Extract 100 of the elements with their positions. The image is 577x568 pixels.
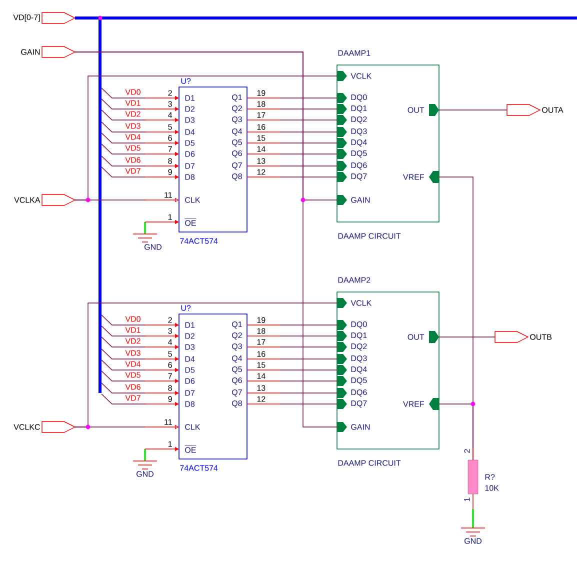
pin-label: Q5 <box>232 366 242 374</box>
pin-label: Q4 <box>232 128 242 136</box>
pin-number: 1 <box>168 441 172 447</box>
part-number: 74ACT574 <box>180 238 218 244</box>
edge-label: VD0 <box>124 88 142 96</box>
pin-label: DQ3 <box>351 355 367 363</box>
wire <box>246 380 338 382</box>
pin-number: 7 <box>168 146 172 152</box>
pin-label: Q1 <box>232 94 242 102</box>
wire <box>438 336 496 338</box>
pin-label: Q2 <box>232 332 242 340</box>
pin-number: 14 <box>257 373 266 379</box>
wire <box>246 324 338 326</box>
pin-label: D6 <box>185 151 195 157</box>
part-number: 74ACT574 <box>180 465 218 471</box>
pin-number: 3 <box>168 328 172 334</box>
block-name: DAAMP2 <box>338 277 370 283</box>
pin-label: DQ4 <box>351 139 367 147</box>
pin-label: DQ0 <box>351 321 367 329</box>
pin-label: Q4 <box>232 355 242 363</box>
pin-label: Q7 <box>232 389 242 397</box>
port-label: OUTB <box>530 334 552 340</box>
pin-label: D3 <box>185 344 195 350</box>
edge-label: VD4 <box>124 134 142 140</box>
pin-number: 18 <box>257 328 266 334</box>
edge-label: VD1 <box>124 100 142 106</box>
pin-label: OUT <box>408 334 424 340</box>
wire <box>246 176 338 178</box>
pin-label: D4 <box>185 356 195 362</box>
wire <box>75 16 98 20</box>
pin-label: D6 <box>185 378 195 384</box>
pin-number: 4 <box>168 112 172 118</box>
edge-label: VD3 <box>124 350 142 356</box>
pin-label: DQ1 <box>351 105 367 113</box>
edge-label: VD7 <box>124 394 142 402</box>
pin-label: Q6 <box>232 150 242 158</box>
edge-label: VD4 <box>124 360 142 368</box>
pin-number: 19 <box>257 317 266 323</box>
pin-label: OUT <box>408 107 424 113</box>
pin-label: DQ5 <box>351 150 367 158</box>
pin-number: 11 <box>164 192 172 198</box>
edge-label: VD6 <box>124 156 142 164</box>
pin-number: 2 <box>464 449 470 453</box>
wire <box>246 358 338 360</box>
pin-number: 12 <box>257 169 266 175</box>
pin-number: 17 <box>257 339 266 345</box>
pin-number: 2 <box>168 317 172 323</box>
pin-label: DQ7 <box>351 173 367 181</box>
pin-number: 17 <box>257 112 266 118</box>
wire <box>246 346 338 348</box>
pin-number: 6 <box>168 135 172 141</box>
pin-label: OE <box>184 446 196 453</box>
wire <box>246 142 338 144</box>
pin-label: Q3 <box>232 116 242 124</box>
pin-label: D5 <box>185 367 195 373</box>
wire <box>438 404 474 460</box>
port-label: GAIN <box>21 49 40 55</box>
pin-label: DQ6 <box>351 162 367 170</box>
pin-label: Q3 <box>232 343 242 351</box>
pin-label: DQ1 <box>351 332 367 340</box>
pin-label: DQ4 <box>351 366 367 374</box>
pin-number: 12 <box>257 396 266 402</box>
net-label: GND <box>136 471 154 477</box>
pin-number: 15 <box>257 362 266 368</box>
pin-label: Q8 <box>232 400 242 408</box>
pin-number: 5 <box>168 124 172 130</box>
pin-label: VCLK <box>350 300 372 306</box>
pin-number: 7 <box>168 373 172 379</box>
pin-label: VREF <box>403 401 424 407</box>
edge-label: VD7 <box>124 168 142 174</box>
pin-number: 18 <box>257 101 266 107</box>
pin-number: 5 <box>168 351 172 357</box>
block-type: DAAMP CIRCUIT <box>338 460 401 466</box>
port-label: OUTA <box>542 107 564 113</box>
pin-number: 6 <box>168 362 172 368</box>
pin-number: 14 <box>257 146 266 152</box>
pin-number: 15 <box>257 135 266 141</box>
edge-label: VD3 <box>124 122 142 130</box>
pin-label: D7 <box>185 163 195 169</box>
pin-number: 16 <box>257 351 266 357</box>
wire <box>472 494 474 510</box>
pin-label: DQ6 <box>351 389 367 397</box>
wire <box>246 392 338 394</box>
pin-label: Q5 <box>232 139 242 147</box>
pin-label: CLK <box>185 424 200 430</box>
pin-label: D5 <box>185 140 195 146</box>
edge-label: VD1 <box>124 326 142 334</box>
pin-label: D2 <box>185 333 195 339</box>
pin-label: Q6 <box>232 377 242 385</box>
pin-label: VCLK <box>350 73 372 79</box>
pin-label: D4 <box>185 129 195 135</box>
pin-number: 16 <box>257 124 266 130</box>
part-reference: R? <box>485 474 495 480</box>
pin-number: 9 <box>168 396 172 402</box>
wire <box>74 52 338 428</box>
net-label: GND <box>464 538 482 544</box>
pin-number: 8 <box>168 385 172 391</box>
pin-label: GAIN <box>351 424 370 430</box>
port-label: VCLKC <box>14 424 40 430</box>
wire <box>74 76 338 200</box>
